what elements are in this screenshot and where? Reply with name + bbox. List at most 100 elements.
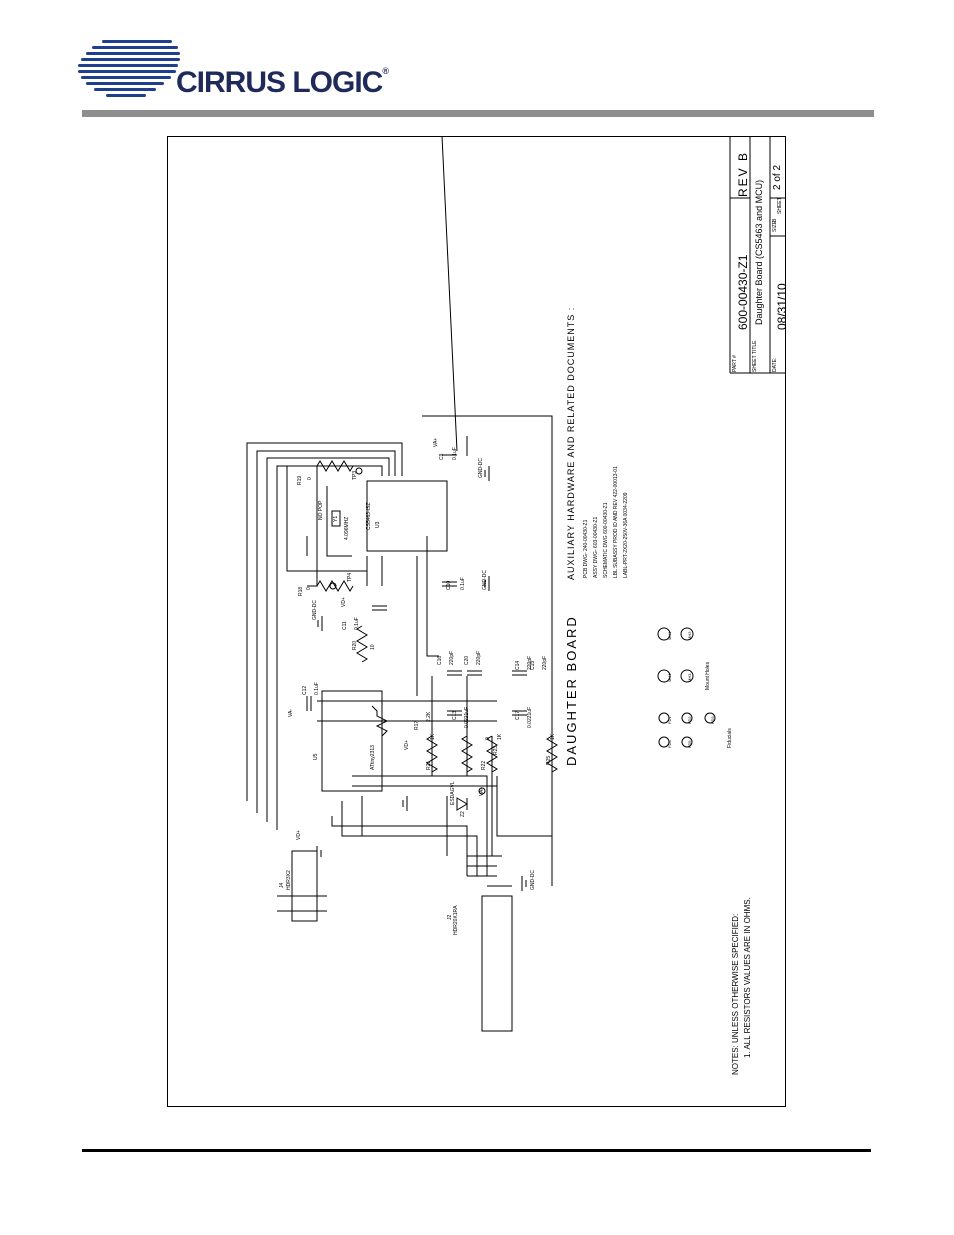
ground-symbols [316,466,527,891]
r23-zig [486,735,498,773]
j4-body [291,850,318,922]
u3-ref-label: U3 [375,521,381,528]
c11-value: 0.1uF [354,617,360,630]
aux-doc-2: ASSY DWG- 603-00430-Z1 [593,516,599,578]
r25-ref-label: R25 [546,755,552,765]
c12-label: C12 [302,685,308,695]
net-gnd-1: GND-DC [478,458,484,478]
c15-value: 220pF [542,655,548,670]
r22-value-label: 0 [485,737,491,740]
net-vd-1: VD+ [341,597,347,607]
r19-zig [316,460,354,472]
part-number: 600-00430-Z1 [736,254,750,330]
j2-part-label: HDR20X1RA [453,905,459,935]
c17-value: 0.0221uF [527,706,533,728]
r19-note-label: NO POP [318,500,324,520]
c20-value: 220pF [476,650,482,665]
mount-holes-label: Mount Holes [705,661,711,690]
net-va-3: VA- [288,709,294,717]
z2-value-label: ESDAGVL [450,781,456,805]
brand-name: CIRRUS LOGIC® [176,66,389,99]
date-value: 08/31/10 [775,283,789,330]
net-vd-2: VD+ [404,740,410,750]
c15-label: C15 [530,660,536,670]
schematic-sheet-frame [167,136,786,1107]
j4-ref-label: J4 [279,882,285,888]
r25-zig [546,735,558,773]
net-gnd-3: GND-DC [312,600,318,620]
mh4-label: MH4 [667,673,672,682]
c16-label: C16 [437,655,443,665]
sheet-title: Daughter Board (CS5463 and MCU) [754,179,764,325]
r22-zig [461,735,473,773]
c13-label: C13 [452,710,458,720]
j2-body [481,895,513,1032]
u5-part-label: ATtiny2313 [370,745,376,770]
aux-doc-3: SCHEMATIC DWG 600-00430-Z1 [603,502,609,578]
net-va-2: VA+ [479,786,485,796]
r18-value-label: 0 [306,587,312,590]
fd3-label: FD3 [710,716,715,724]
net-vd-3: VD+ [296,830,302,840]
date-label: DATE: [772,357,778,372]
z2-symbol [456,797,468,811]
board-title: DAUGHTER BOARD [564,615,579,766]
r25-value-label: 1K [550,733,556,740]
c20-label: C20 [464,655,470,665]
title-block-lines [729,136,786,374]
schematic-drawing [246,136,786,1032]
mh1-label: MH1 [667,631,672,640]
mount-hole-circles [657,627,694,683]
wires [246,415,553,912]
r18-zig [316,580,354,592]
r17-value-label: 2.2K [426,711,432,722]
net-gnd-2: GND-DC [482,570,488,590]
r22-ref-label: R22 [481,760,487,770]
revision: REV B [736,150,750,197]
c13-value: 0.0221uF [464,706,470,728]
r20-zig [356,625,368,663]
r23-value-label: 1K [497,733,503,740]
c11-label: C11 [342,621,348,630]
notes-item-1: 1. ALL RESISTORS VALUES ARE IN OHMS. [743,897,752,1058]
z2-ref-label: Z2 [460,811,466,817]
net-va-1: VA+ [433,437,439,447]
aux-doc-4: LBL SUBASSY PROD ID AND REV 422-00013-01 [613,466,619,578]
r17-zig [371,705,389,737]
c10-label: C10 [446,580,452,590]
fd2-label: FD2 [687,716,692,724]
part-label: PART # [732,355,738,372]
r21-value-label: 1K [430,733,436,740]
tp3-circle [355,467,363,475]
j4-part-label: HDR3X2 [286,870,292,890]
tp3-label: TP3 [352,470,358,480]
c9-value: 0.1uF [452,447,458,460]
va-test-circle [478,787,486,795]
c9-label: C9 [439,453,445,460]
u3-part-label: CS5463-ISZ [366,502,372,530]
r19-ref-label: R19 [297,475,303,485]
fd4-label: FD4 [667,740,672,748]
size-value: B [772,218,778,222]
u5-ref-label: U5 [313,753,319,760]
cirrus-logic-logo [78,40,180,97]
y1-body [331,510,341,527]
notes-heading: NOTES: UNLESS OTHERWISE SPECIFIED: [731,913,740,1075]
r17-ref-label: R17 [414,720,420,730]
r20-ref-label: R20 [352,640,358,650]
c14-label: C14 [515,660,521,670]
c16-value: 220pF [449,650,455,665]
y1-value-label: 4.096MHZ [344,516,350,540]
tp4-circle [329,582,337,590]
net-gnd-4: GND-DC [530,870,536,890]
sheet-label: SHEET [777,197,783,214]
footer-rule [82,1149,871,1152]
fd1-label: FD1 [667,716,672,724]
sheet-value: 2 of 2 [772,164,783,190]
header-rule [82,110,874,117]
c17-label: C17 [515,710,521,720]
r23-ref-label: R23 [493,745,499,755]
r21-zig [426,735,438,773]
r21-ref-label: R21 [426,760,432,770]
c10-value: 0.1uF [460,577,466,590]
